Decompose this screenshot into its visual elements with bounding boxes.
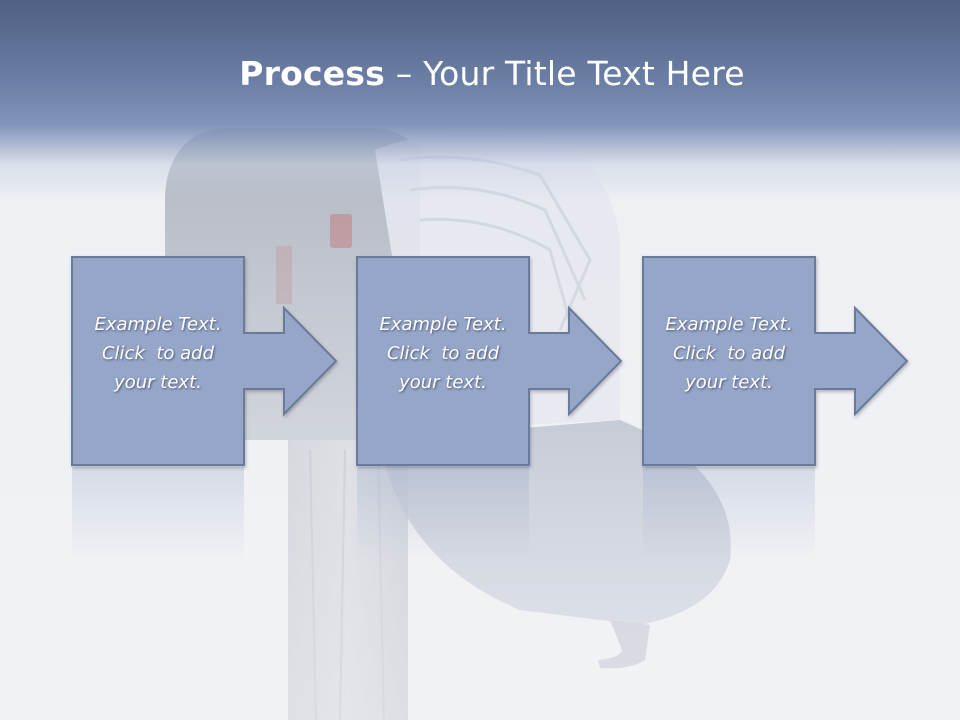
step-text-line: Example Text. xyxy=(665,314,793,335)
step-text-line: your text. xyxy=(685,372,773,393)
arrow-right-icon xyxy=(528,305,623,417)
step-text-line: Example Text. xyxy=(94,314,222,335)
process-step-3-shape[interactable] xyxy=(642,256,909,466)
step-text-line: Click to add xyxy=(101,343,214,364)
step-text-line: Click to add xyxy=(386,343,499,364)
header-band xyxy=(0,0,960,200)
process-step-2-text[interactable]: Example Text. Click to add your text. xyxy=(357,310,529,397)
reflections xyxy=(72,467,815,560)
process-step-2-shape[interactable] xyxy=(356,256,623,466)
arrow-right-icon xyxy=(814,305,909,417)
title-rest: Your Title Text Here xyxy=(423,54,745,93)
step-text-line: your text. xyxy=(399,372,487,393)
step-text-line: Example Text. xyxy=(379,314,507,335)
process-step-3-text[interactable]: Example Text. Click to add your text. xyxy=(643,310,815,397)
step-text-line: your text. xyxy=(114,372,202,393)
title-separator: – xyxy=(385,54,424,93)
process-step-1-shape[interactable] xyxy=(71,256,338,466)
step-text-line: Click to add xyxy=(672,343,785,364)
slide-title[interactable]: Process – Your Title Text Here xyxy=(0,52,960,96)
arrow-right-icon xyxy=(243,305,338,417)
title-bold-part: Process xyxy=(239,54,385,93)
process-step-1-text[interactable]: Example Text. Click to add your text. xyxy=(72,310,244,397)
